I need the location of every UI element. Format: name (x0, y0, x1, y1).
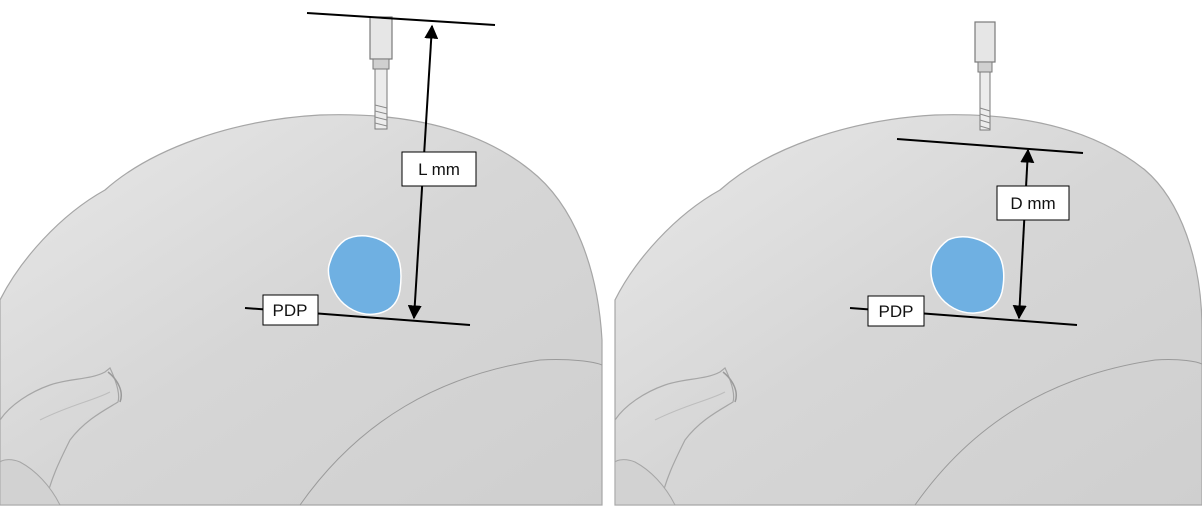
top-reference-line (307, 13, 495, 25)
pdp-label: PDP (879, 302, 914, 321)
panel-right: D mm PDP (615, 22, 1202, 505)
pdp-label-box: PDP (263, 295, 318, 325)
pdp-label: PDP (273, 301, 308, 320)
measure-label: D mm (1010, 194, 1055, 213)
pdp-label-box: PDP (868, 296, 924, 326)
probe-device (975, 22, 995, 130)
measure-label-box: D mm (997, 186, 1069, 220)
panel-left: L mm PDP (0, 13, 602, 505)
measure-label: L mm (418, 160, 460, 179)
probe-device (370, 17, 392, 129)
measure-label-box: L mm (402, 152, 476, 186)
